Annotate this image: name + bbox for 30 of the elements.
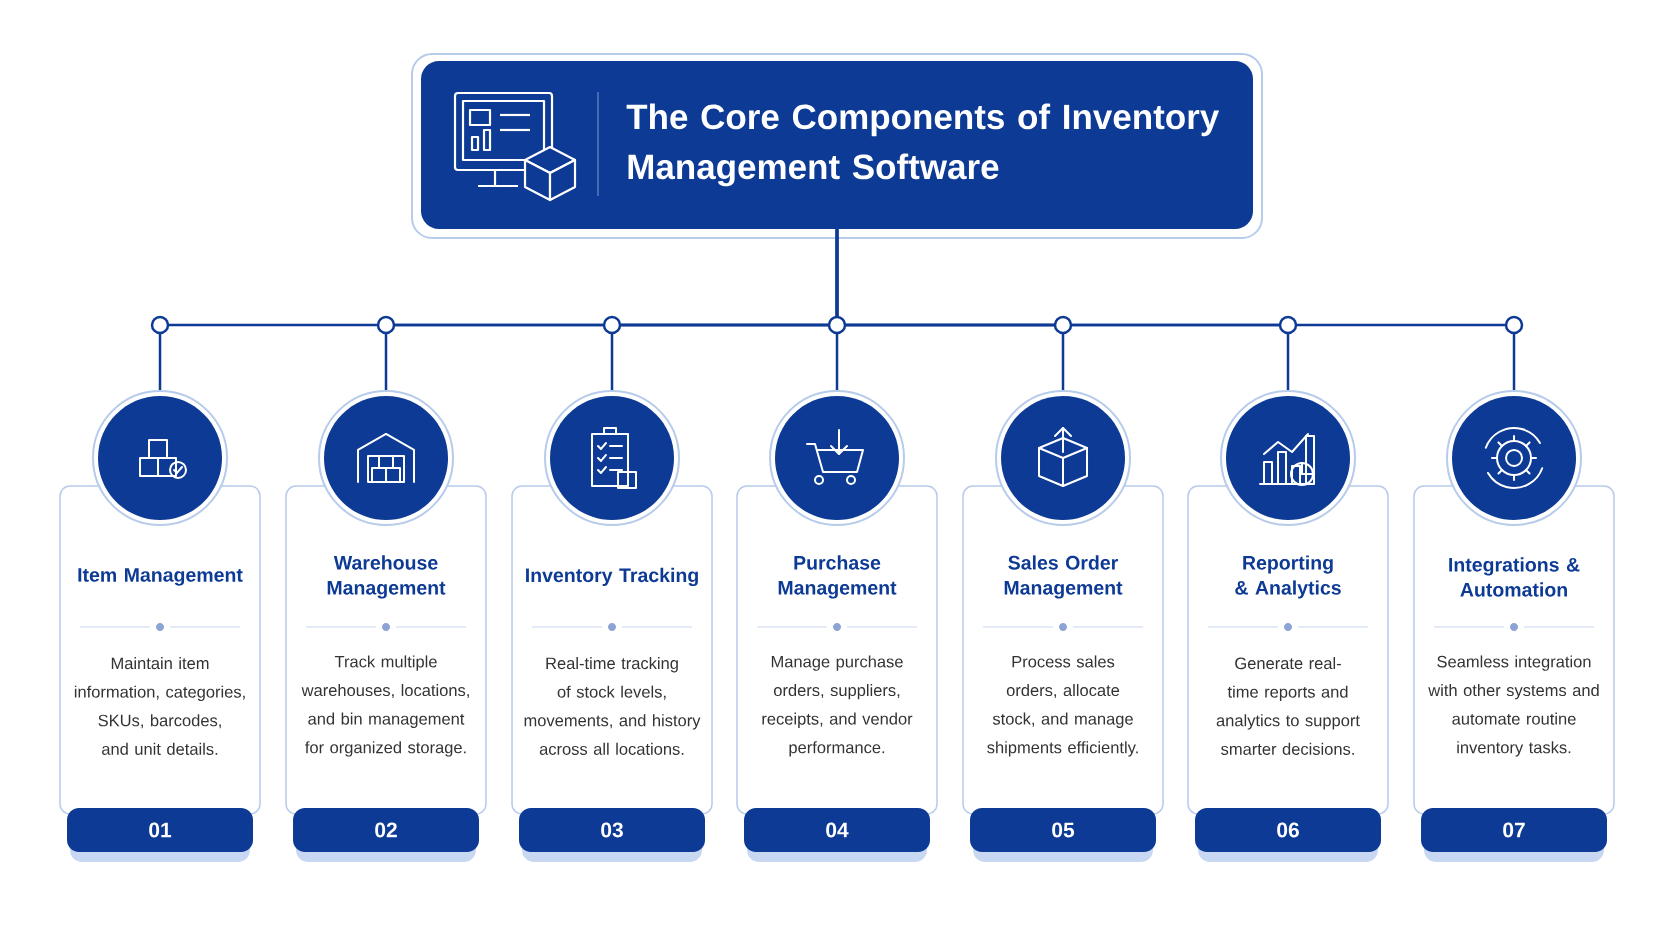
number-tab: 06 <box>1195 808 1381 862</box>
icon-circle <box>92 390 228 526</box>
connector-line <box>835 229 1516 390</box>
card-title: Integrations & Automation <box>1449 557 1580 597</box>
card-description: Track multiple warehouses, locations, and bin management for organized storage. <box>301 655 469 757</box>
number-tab: 04 <box>744 808 930 862</box>
card-title: Item Management <box>78 568 243 586</box>
card-description: Maintain item information, categories, SKUs, barcodes, and unit details. <box>74 657 245 755</box>
card-title: Inventory Tracking <box>526 567 698 587</box>
card-title: Reporting & Analytics <box>1235 555 1341 599</box>
number-tab: 07 <box>1421 808 1607 862</box>
card-description: Real-time tracking of stock levels, movements, and history across all locations. <box>524 657 701 755</box>
card-title: Purchase Management <box>778 555 897 599</box>
number-tab: 01 <box>67 808 253 862</box>
number-tab: 02 <box>293 808 479 862</box>
title-box: The Core Components of Inventory Management Software <box>411 53 1263 239</box>
number-tab: 03 <box>519 808 705 862</box>
card-title: Sales Order Management <box>1004 555 1123 599</box>
icon-circle <box>995 390 1131 526</box>
icon-circle <box>1220 390 1356 526</box>
number-tab: 05 <box>970 808 1156 862</box>
card-description: Process sales orders, allocate stock, and manage shipments efficiently. <box>987 655 1138 757</box>
card-title: Warehouse Management <box>327 555 446 599</box>
icon-circle <box>318 390 454 526</box>
card-description: Seamless integration with other systems and automate routine inventory tasks. <box>1428 655 1599 757</box>
icon-circle <box>1446 390 1582 526</box>
card-description: Generate real-time reports and analytics to support smarter decisions. <box>1216 657 1360 755</box>
card-description: Manage purchase orders, suppliers, receipts, and vendor performance. <box>762 655 913 757</box>
icon-circle <box>769 390 905 526</box>
icon-circle <box>544 390 680 526</box>
